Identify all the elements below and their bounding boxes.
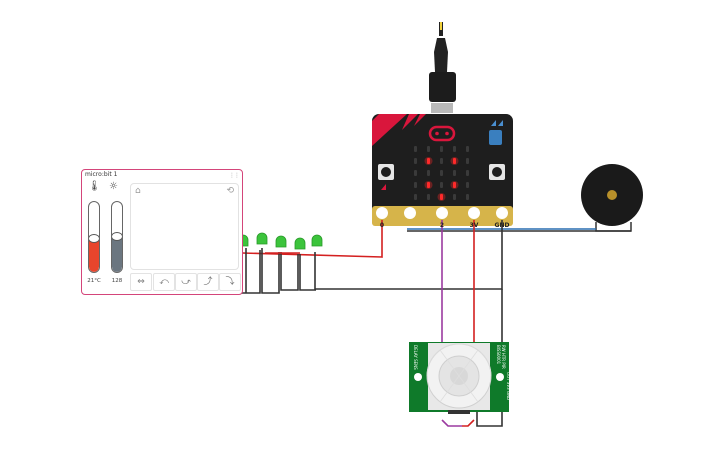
drag-grip-icon[interactable]: ⋮⋮: [229, 172, 240, 179]
pin-label-group: 0 2 3V GND: [380, 222, 510, 229]
led-2-2: [440, 170, 443, 176]
shake-icon: ⇔: [137, 277, 145, 287]
microbit-logo[interactable]: [428, 125, 456, 142]
green-led-4[interactable]: [294, 237, 306, 250]
pin-label-3v: 3V: [470, 222, 479, 229]
led-3-1: [427, 182, 430, 188]
led-1-4: [466, 158, 469, 164]
led-2-0: [414, 170, 417, 176]
led-matrix: [414, 146, 469, 201]
microbit-board[interactable]: [372, 114, 513, 226]
led-1-2: [440, 158, 443, 164]
pir-label-left: DELAY SENS: [413, 345, 418, 370]
led-3-3: [453, 182, 456, 188]
thermometer-icon: 🌡: [88, 181, 101, 192]
light-slider-knob[interactable]: [112, 232, 122, 241]
pin-label-0: 0: [380, 222, 384, 229]
pir-label-right-c: OUT 3V3 GND: [506, 372, 511, 400]
led-4-3: [453, 194, 456, 200]
pin-label-2: 2: [440, 222, 444, 229]
led-3-0: [414, 182, 417, 188]
temperature-value: 21°C: [87, 278, 101, 284]
sun-icon: ☼: [109, 181, 118, 192]
led-0-2: [440, 146, 443, 152]
led-2-1: [427, 170, 430, 176]
green-led-5[interactable]: [311, 234, 323, 247]
led-row[interactable]: [237, 232, 323, 250]
pir-delay-pot[interactable]: [414, 373, 422, 381]
led-4-4: [466, 194, 469, 200]
tilt-left-icon: ⤺: [159, 277, 169, 287]
home-icon[interactable]: ⌂: [135, 186, 141, 196]
temperature-slider[interactable]: [88, 201, 100, 273]
pin-label-gnd: GND: [495, 222, 510, 229]
piezo-buzzer[interactable]: [581, 164, 643, 232]
gesture-tilt-left-button[interactable]: ⤺: [153, 273, 175, 291]
rotate-icon[interactable]: ⟲: [226, 186, 234, 196]
led-4-0: [414, 194, 417, 200]
pir-label-right-a: BISS0001: [496, 345, 501, 365]
pir-label-right-b: RW HTR PIR: [501, 345, 506, 369]
led-3-2: [440, 182, 443, 188]
reset-button[interactable]: [489, 130, 502, 145]
led-0-4: [466, 146, 469, 152]
button-b[interactable]: [489, 164, 505, 180]
light-value: 128: [111, 278, 123, 284]
led-1-0: [414, 158, 417, 164]
pir-sensor[interactable]: [409, 342, 509, 414]
light-slider[interactable]: [111, 201, 123, 273]
microbit-simulator-panel[interactable]: micro:bit 1 ⋮⋮ 🌡 ☼ 21°C 128 ⌂ ⟲ ⇔ ⤺ ⤻ ⤴ …: [81, 169, 243, 295]
led-1-1: [427, 158, 430, 164]
led-3-4: [466, 182, 469, 188]
green-led-2[interactable]: [256, 232, 268, 245]
led-0-0: [414, 146, 417, 152]
simulator-screen: ⌂ ⟲: [130, 183, 239, 270]
gesture-tilt-down-button[interactable]: ⤵: [219, 273, 241, 291]
panel-title: micro:bit 1: [85, 171, 118, 178]
gesture-tilt-up-button[interactable]: ⤴: [197, 273, 219, 291]
usb-cable: [429, 22, 456, 113]
tilt-down-icon: ⤵: [225, 277, 235, 287]
pir-labels: DELAY SENS BISS0001 RW HTR PIR OUT 3V3 G…: [413, 345, 511, 400]
led-0-1: [427, 146, 430, 152]
green-led-3[interactable]: [275, 235, 287, 248]
gesture-shake-button[interactable]: ⇔: [130, 273, 152, 291]
led-2-3: [453, 170, 456, 176]
button-a[interactable]: [378, 164, 394, 180]
led-2-4: [466, 170, 469, 176]
tilt-up-icon: ⤴: [203, 277, 213, 287]
pin-pads: [376, 207, 508, 219]
temperature-slider-knob[interactable]: [89, 234, 99, 243]
led-4-2: [440, 194, 443, 200]
led-1-3: [453, 158, 456, 164]
led-0-3: [453, 146, 456, 152]
pir-sens-pot[interactable]: [496, 373, 504, 381]
gesture-tilt-right-button[interactable]: ⤻: [175, 273, 197, 291]
led-4-1: [427, 194, 430, 200]
tilt-right-icon: ⤻: [181, 277, 191, 287]
